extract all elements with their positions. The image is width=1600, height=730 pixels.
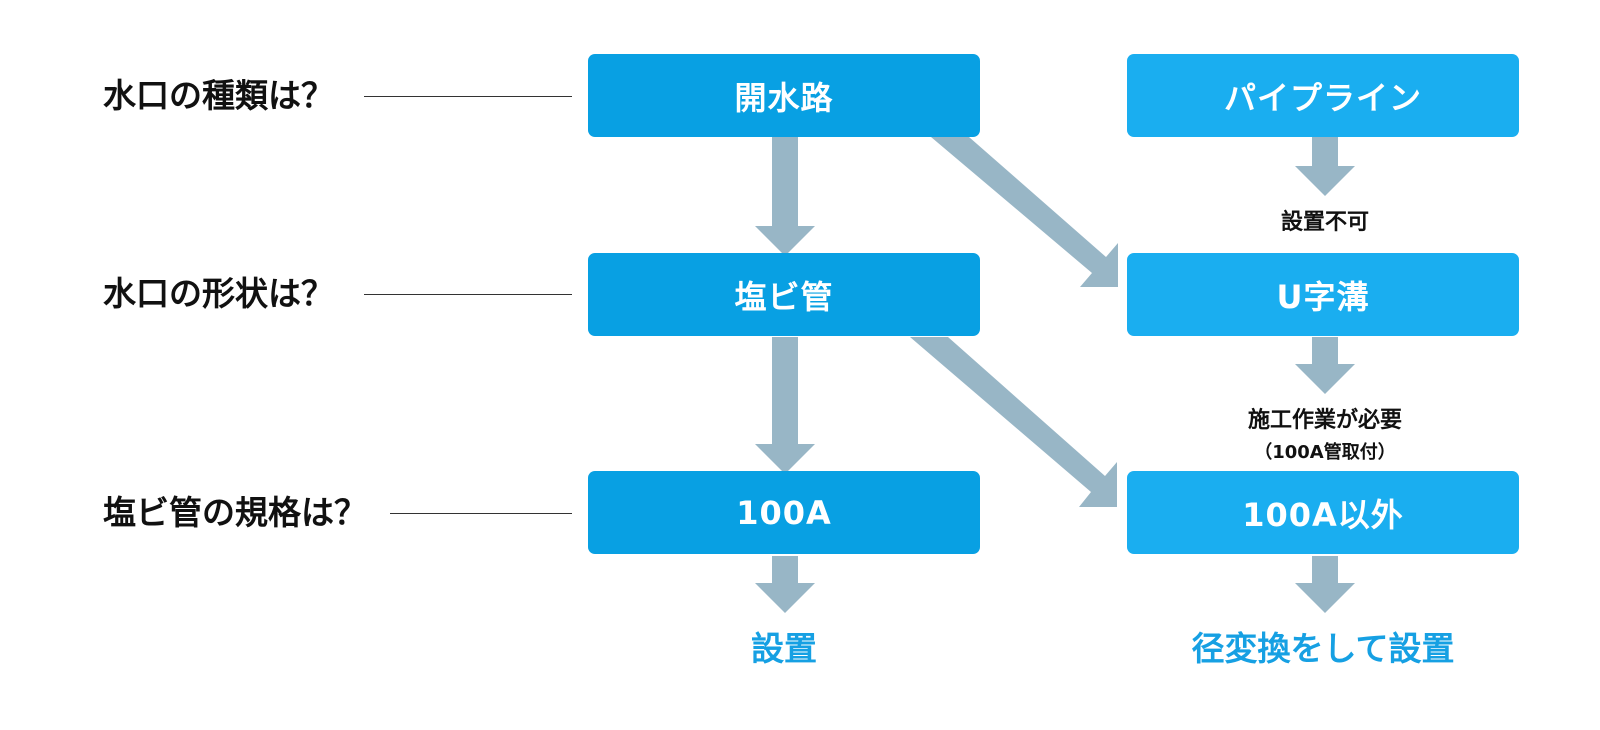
note-not-installable: 設置不可: [1280, 210, 1369, 235]
arrow-100a-to-install: [755, 556, 815, 613]
arrow-pipeline-to-note: [1295, 137, 1355, 196]
arrow-open-to-pvc: [755, 137, 815, 256]
box-u-ditch: U字溝: [1127, 253, 1519, 336]
note-work-required: 施工作業が必要: [1247, 408, 1402, 433]
question-connector-line: [364, 294, 572, 295]
box-other-than-100a: 100A以外: [1127, 471, 1519, 554]
arrow-pvc-to-other: [910, 337, 1117, 507]
box-pvc-pipe: 塩ビ管: [588, 253, 980, 336]
box-100a: 100A: [588, 471, 980, 554]
question-water-outlet-shape: 水口の形状は？: [103, 274, 334, 313]
result-install: 設置: [751, 629, 817, 668]
arrow-open-to-u-ditch: [931, 137, 1118, 287]
arrow-pvc-to-100a: [755, 337, 815, 474]
question-connector-line: [364, 96, 572, 97]
question-water-outlet-type: 水口の種類は？: [103, 76, 334, 115]
result-convert-install: 径変換をして設置: [1191, 629, 1455, 668]
question-pvc-standard: 塩ビ管の規格は？: [103, 493, 367, 532]
box-pipeline: パイプライン: [1127, 54, 1519, 137]
note-work-required-detail: （100A管取付）: [1254, 442, 1396, 463]
arrow-u-to-note: [1295, 337, 1355, 394]
question-connector-line: [390, 513, 572, 514]
arrow-other-to-convert: [1295, 556, 1355, 613]
box-open-channel: 開水路: [588, 54, 980, 137]
